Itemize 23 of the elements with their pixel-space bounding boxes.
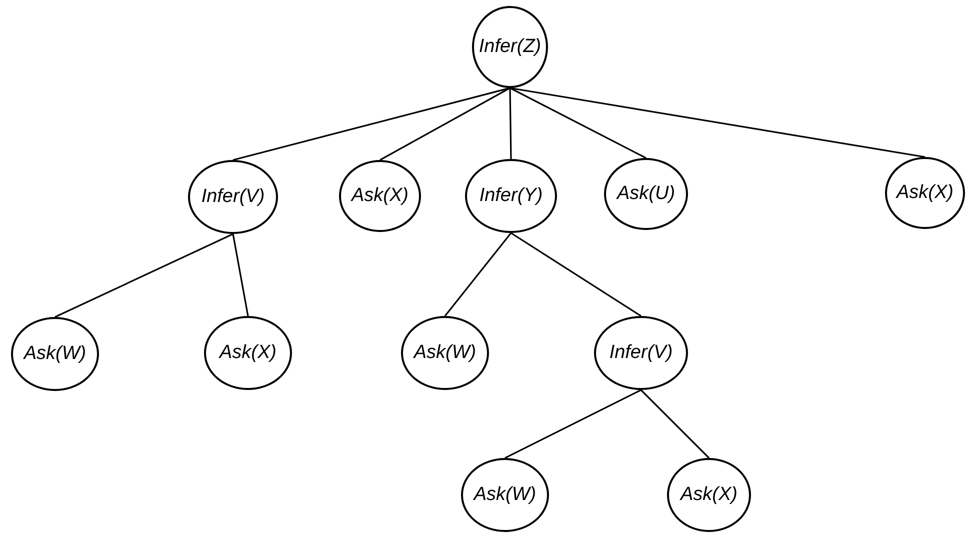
connector-line [444, 232, 512, 316]
connector-line [510, 87, 646, 159]
connector-line [510, 232, 642, 317]
connector-line [640, 389, 710, 459]
node-label: Ask(X) [680, 483, 738, 507]
node-label: Infer(Z) [478, 35, 542, 59]
connector-line [232, 87, 510, 161]
connector-line [510, 87, 926, 158]
connector-line [380, 87, 510, 161]
node-label: Ask(W) [414, 341, 476, 365]
connector-line [232, 234, 249, 316]
node-label: Ask(W) [474, 483, 536, 507]
node-label: Ask(X) [220, 341, 276, 365]
node-label: Infer(V) [201, 185, 265, 209]
node-label: Infer(V) [609, 341, 673, 365]
connector-line [54, 233, 234, 318]
connector-line [504, 389, 642, 459]
node-label: Ask(W) [24, 342, 86, 366]
node-label: Ask(X) [896, 181, 954, 205]
connector-line [509, 88, 512, 160]
node-label: Ask(U) [616, 182, 676, 206]
node-label: Infer(Y) [479, 184, 543, 208]
node-label: Ask(X) [352, 184, 408, 208]
